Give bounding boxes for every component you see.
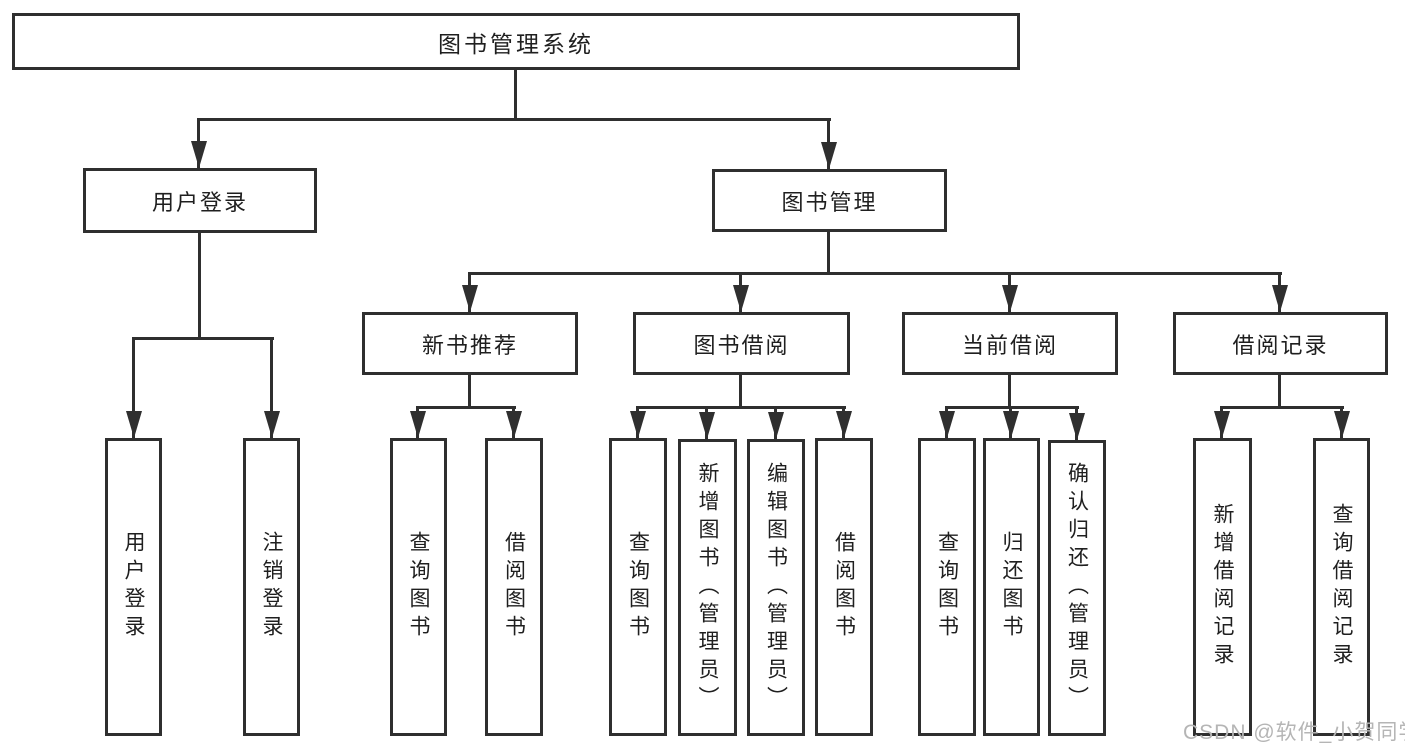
node-borrowing-records: 借阅记录 [1173, 312, 1388, 375]
arrow-down-icon [699, 412, 715, 439]
node-book-management: 图书管理 [712, 169, 947, 232]
arrow-down-icon [821, 142, 837, 169]
arrow-down-icon [630, 411, 646, 438]
node-new-book-recommend: 新书推荐 [362, 312, 578, 375]
leaf-add-borrow-record-label: 新增借阅记录 [1211, 503, 1234, 671]
leaf-borrowing-borrow-books-label: 借阅图书 [832, 531, 856, 643]
leaf-return-books-label: 归还图书 [1000, 531, 1023, 643]
node-borrowing-records-label: 借阅记录 [1232, 332, 1329, 358]
leaf-query-borrow-record-label: 查询借阅记录 [1330, 503, 1353, 671]
node-new-book-recommend-label: 新书推荐 [421, 332, 518, 358]
arrow-down-icon [939, 411, 955, 438]
leaf-newbook-query-books-label: 查询图书 [407, 531, 430, 643]
connector-line [514, 68, 517, 118]
leaf-newbook-borrow-books-label: 借阅图书 [502, 531, 526, 643]
connector-line [468, 272, 1282, 275]
connector-line [416, 406, 516, 409]
arrow-down-icon [1002, 285, 1018, 312]
arrow-down-icon [1334, 411, 1350, 438]
node-root: 图书管理系统 [12, 13, 1020, 70]
connector-line [270, 337, 273, 438]
node-user-login: 用户登录 [83, 168, 317, 233]
leaf-newbook-query-books: 查询图书 [390, 438, 447, 736]
leaf-user-login-label: 用户登录 [122, 531, 145, 643]
leaf-borrowing-query-books: 查询图书 [609, 438, 667, 736]
connector-line [636, 406, 846, 409]
connector-line [1220, 406, 1344, 409]
connector-line [1008, 375, 1011, 406]
leaf-add-book-admin: 新增图书（管理员） [678, 439, 737, 736]
node-book-borrowing-label: 图书借阅 [693, 332, 790, 358]
node-user-login-label: 用户登录 [151, 189, 248, 215]
leaf-confirm-return-admin: 确认归还（管理员） [1048, 440, 1106, 736]
arrow-down-icon [1214, 411, 1230, 438]
connector-line [198, 233, 201, 337]
watermark-text: CSDN @软件_小贺同学 [1183, 721, 1405, 744]
connector-line [468, 375, 471, 406]
arrow-down-icon [506, 411, 522, 438]
leaf-confirm-return-admin-label: 确认归还（管理员） [1065, 462, 1089, 714]
leaf-return-books: 归还图书 [983, 438, 1040, 736]
arrow-down-icon [410, 411, 426, 438]
arrow-down-icon [264, 411, 280, 438]
connector-line [827, 232, 830, 272]
leaf-query-borrow-record: 查询借阅记录 [1313, 438, 1370, 736]
leaf-logout: 注销登录 [243, 438, 300, 736]
leaf-add-book-admin-label: 新增图书（管理员） [696, 461, 719, 714]
node-current-borrowing: 当前借阅 [902, 312, 1118, 375]
arrow-down-icon [191, 141, 207, 168]
leaf-borrowing-query-books-label: 查询图书 [626, 531, 650, 643]
leaf-current-query-books-label: 查询图书 [935, 531, 959, 643]
leaf-edit-book-admin: 编辑图书（管理员） [747, 439, 805, 736]
connector-line [739, 375, 742, 406]
node-current-borrowing-label: 当前借阅 [961, 332, 1058, 358]
connector-line [132, 337, 274, 340]
connector-line [132, 337, 135, 438]
arrow-down-icon [733, 285, 749, 312]
leaf-edit-book-admin-label: 编辑图书（管理员） [764, 461, 788, 714]
arrow-down-icon [1069, 413, 1085, 440]
leaf-add-borrow-record: 新增借阅记录 [1193, 438, 1252, 736]
arrow-down-icon [768, 412, 784, 439]
connector-line [1278, 375, 1281, 406]
node-root-label: 图书管理系统 [438, 30, 594, 57]
leaf-user-login: 用户登录 [105, 438, 162, 736]
connector-line [945, 406, 1079, 409]
node-book-management-label: 图书管理 [781, 189, 878, 215]
node-book-borrowing: 图书借阅 [633, 312, 850, 375]
connector-line [197, 118, 831, 121]
arrow-down-icon [836, 411, 852, 438]
leaf-borrowing-borrow-books: 借阅图书 [815, 438, 873, 736]
arrow-down-icon [462, 285, 478, 312]
leaf-newbook-borrow-books: 借阅图书 [485, 438, 543, 736]
arrow-down-icon [1272, 285, 1288, 312]
leaf-logout-label: 注销登录 [260, 531, 283, 643]
arrow-down-icon [126, 411, 142, 438]
arrow-down-icon [1003, 411, 1019, 438]
leaf-current-query-books: 查询图书 [918, 438, 976, 736]
